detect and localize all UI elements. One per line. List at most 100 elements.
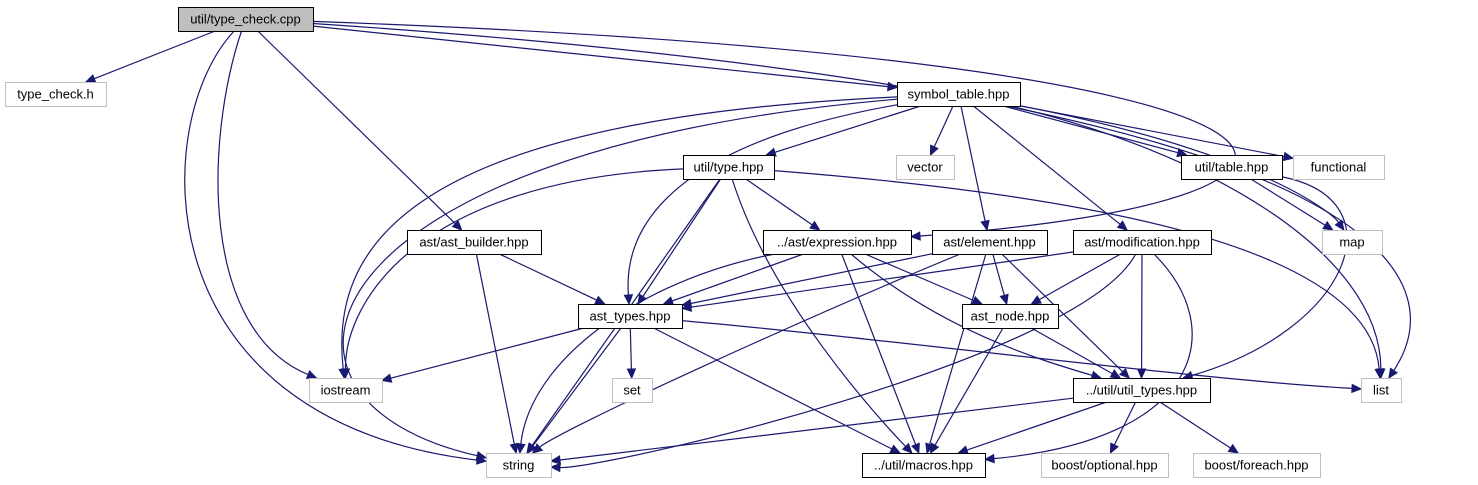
edge-n10-n16	[1001, 253, 1124, 373]
edge-layer	[84, 20, 1411, 473]
node-label: list	[1373, 383, 1389, 398]
node-label: boost/optional.hpp	[1051, 458, 1157, 473]
arrowhead-n12-n18	[526, 442, 538, 454]
edge-n6-n7	[1250, 178, 1326, 226]
edge-n12-n17	[681, 320, 1353, 389]
node-n15: set	[612, 378, 653, 403]
edge-n16-n19	[966, 401, 1107, 451]
node-box	[896, 155, 955, 180]
node-box	[897, 82, 1021, 107]
edge-n16-n21	[1159, 401, 1231, 449]
arrowhead-n6-n7	[1322, 220, 1334, 231]
edge-n0-n1	[94, 30, 216, 80]
node-box	[1073, 378, 1211, 403]
edge-n8-n12	[499, 253, 597, 301]
node-n20: boost/optional.hpp	[1041, 453, 1169, 478]
arrowhead-n0-n8	[451, 220, 463, 231]
edge-n6-n16	[1191, 176, 1348, 377]
node-box	[407, 230, 542, 255]
node-n7: map	[1322, 230, 1383, 255]
arrowhead-n9-n12	[662, 296, 675, 306]
edge-n0-n9	[312, 20, 1236, 237]
node-n13[interactable]: ast_node.hpp	[962, 304, 1059, 329]
node-box	[1041, 453, 1169, 478]
arrowhead-n10-n16	[1118, 368, 1131, 379]
arrowhead-n16-n19	[957, 445, 969, 455]
node-label: functional	[1311, 160, 1367, 175]
node-n5[interactable]: util/type.hpp	[683, 155, 775, 180]
node-label: set	[623, 383, 641, 398]
arrowhead-n0-n1	[84, 74, 97, 83]
node-box	[962, 304, 1059, 329]
edge-n2-n12	[627, 104, 898, 296]
node-box	[309, 378, 383, 403]
node-label: ast_types.hpp	[590, 309, 671, 324]
arrowhead-n0-n17	[1388, 367, 1399, 380]
arrowhead-n11-n12	[680, 302, 693, 312]
node-n11[interactable]: ast/modification.hpp	[1073, 230, 1212, 255]
edge-n10-n12	[690, 253, 933, 305]
node-label: ast_node.hpp	[971, 309, 1050, 324]
arrowhead-n2-n3	[929, 144, 939, 157]
node-n12[interactable]: ast_types.hpp	[578, 304, 683, 329]
node-n18: string	[486, 453, 552, 478]
arrowhead-n2-n10	[980, 219, 990, 232]
edge-n5-n12	[642, 178, 722, 297]
edge-n9-n19	[841, 253, 917, 445]
edge-n9-n13	[864, 253, 974, 302]
edge-n16-n18	[559, 397, 1074, 461]
node-label: vector	[907, 160, 943, 175]
arrowhead-n12-n17	[1351, 383, 1363, 394]
arrowhead-n2-n11	[1116, 220, 1129, 231]
arrowhead-n2-n12	[623, 294, 634, 306]
edge-n10-n13	[992, 253, 1005, 296]
arrowhead-n8-n18	[509, 442, 519, 455]
arrowhead-n13-n16	[1109, 369, 1122, 379]
edge-n0-n2	[312, 25, 889, 88]
edge-n13-n19	[934, 327, 1004, 446]
node-n8[interactable]: ast/ast_builder.hpp	[407, 230, 542, 255]
node-box	[1073, 230, 1212, 255]
node-label: iostream	[321, 383, 371, 398]
arrowhead-n0-n2	[887, 81, 899, 92]
arrowhead-n16-n21	[1227, 443, 1240, 454]
arrowhead-n12-n15	[626, 368, 637, 380]
edge-n11-n13	[1039, 253, 1121, 301]
edge-n11-n18	[559, 253, 1137, 469]
edge-n12-n19	[653, 327, 893, 450]
edge-n2-n10	[960, 105, 986, 222]
edge-n2-n3	[933, 105, 954, 148]
node-box	[578, 304, 683, 329]
edge-n9-n16	[850, 253, 1093, 376]
arrowhead-n0-n9	[909, 231, 921, 241]
arrowhead-n16-n20	[1109, 442, 1119, 455]
node-n2[interactable]: symbol_table.hpp	[897, 82, 1021, 107]
node-n14: iostream	[309, 378, 383, 403]
node-box	[763, 230, 912, 255]
node-n0[interactable]: util/type_check.cpp	[178, 7, 314, 32]
edge-n2-n18	[342, 98, 898, 457]
edge-n2-n17	[1010, 105, 1382, 370]
node-box	[932, 230, 1048, 255]
node-label: symbol_table.hpp	[908, 87, 1010, 102]
node-n3: vector	[896, 155, 955, 180]
edge-n12-n14	[390, 327, 585, 379]
arrowhead-n11-n19	[983, 453, 995, 464]
arrowhead-n11-n13	[1030, 295, 1043, 305]
node-n16[interactable]: ../util/util_types.hpp	[1073, 378, 1211, 403]
node-label: ast/ast_builder.hpp	[419, 235, 528, 250]
edge-n2-n14	[341, 96, 898, 370]
edge-n2-n5	[774, 105, 921, 153]
node-n10[interactable]: ast/element.hpp	[932, 230, 1048, 255]
node-label: util/table.hpp	[1195, 160, 1269, 175]
node-box	[683, 155, 775, 180]
node-box	[1181, 155, 1283, 180]
arrowhead-n11-n18	[549, 462, 561, 473]
edge-n0-n17	[312, 22, 1411, 371]
node-n19[interactable]: ../util/macros.hpp	[862, 453, 986, 478]
node-n1: type_check.h	[5, 82, 107, 107]
arrowhead-n2-n4	[1282, 151, 1295, 162]
node-n6[interactable]: util/table.hpp	[1181, 155, 1283, 180]
node-n9[interactable]: ../ast/expression.hpp	[763, 230, 912, 255]
